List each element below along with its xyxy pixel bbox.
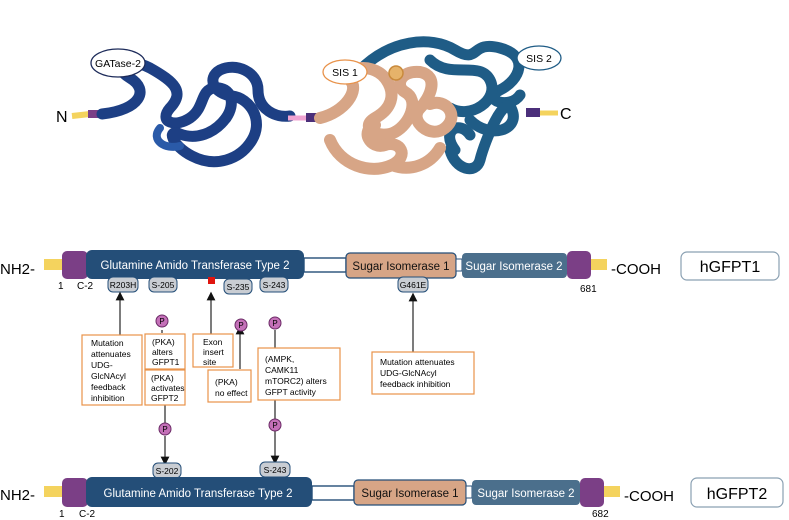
site-s235 xyxy=(223,278,253,295)
phospho-s202-label: P xyxy=(162,425,167,434)
site-s243-2-label: S-243 xyxy=(264,465,287,475)
gfpt2-sis2-domain xyxy=(472,480,580,505)
gfpt1-sis2-domain xyxy=(462,253,567,278)
gfpt1-gat-domain xyxy=(86,250,304,279)
gfpt2-c2: C-2 xyxy=(79,509,96,520)
gfpt1-c-yellow xyxy=(591,259,607,270)
site-r203h-label: R203H xyxy=(110,280,136,290)
note-pka-gfpt2 xyxy=(144,369,186,406)
sis2-label: SIS 2 xyxy=(526,53,552,65)
site-s205-label: S-205 xyxy=(152,280,175,290)
gfpt1-c-cap xyxy=(567,251,591,279)
gfpt1-bar: NH2- Glutamine Amido Transferase Type 2 … xyxy=(0,250,780,295)
phospho-s243-label: P xyxy=(272,319,277,328)
note-pka-none-text: (PKA) no effect xyxy=(215,377,248,398)
c-terminus-label: C xyxy=(560,106,572,123)
gfpt2-name: hGFPT2 xyxy=(707,486,768,503)
phospho-s235-label: P xyxy=(238,321,243,330)
annotation-arrows xyxy=(115,291,418,466)
gfpt2-nterm: NH2- xyxy=(0,487,35,504)
gfpt1-cterm: -COOH xyxy=(611,261,661,278)
note-ampk xyxy=(257,347,341,401)
gfpt2-linker1 xyxy=(311,485,355,501)
note-exon-text: Exon insert site xyxy=(203,337,226,367)
site-s205 xyxy=(148,276,178,293)
note-r203h xyxy=(81,334,143,406)
gatase-ribbon xyxy=(96,56,296,168)
gatase-label: GATase-2 xyxy=(95,58,141,70)
gfpt2-end: 682 xyxy=(592,509,609,520)
note-exon xyxy=(192,333,234,368)
site-s243-label: S-243 xyxy=(263,280,286,290)
n-terminus-label: N xyxy=(56,109,68,126)
note-pka-gfpt2-text: (PKA) activates GFPT2 xyxy=(151,373,187,403)
note-r203h-text: Mutation attenuates UDG- GlcNAcyl feedba… xyxy=(91,338,133,403)
gfpt2-c-cap xyxy=(580,478,604,507)
phospho-s205-label: P xyxy=(159,317,164,326)
note-g461e-text: Mutation attenuates UDG-GlcNAcyl feedbac… xyxy=(380,357,457,389)
sis1-label-ellipse xyxy=(322,59,368,85)
gfpt2-sis2-label: Sugar Isomerase 2 xyxy=(477,488,574,500)
phospho-s243-2-label: P xyxy=(272,421,277,430)
site-s235-label: S-235 xyxy=(227,282,250,292)
phospho-marks: P P P P P xyxy=(155,314,282,436)
gfpt1-name-box xyxy=(680,251,780,281)
gfpt1-nterm: NH2- xyxy=(0,261,35,278)
gfpt1-linker2 xyxy=(455,258,463,272)
gfpt1-sis1-label: Sugar Isomerase 1 xyxy=(352,261,449,273)
notes: Mutation attenuates UDG- GlcNAcyl feedba… xyxy=(81,333,475,406)
gfpt2-n-yellow xyxy=(44,486,62,497)
site-s202-label: S-202 xyxy=(156,466,179,476)
protein-structure: GATase-2 SIS 1 SIS 2 N C xyxy=(56,36,572,175)
gfpt2-start: 1 xyxy=(59,509,65,520)
sis2-label-ellipse xyxy=(516,45,562,71)
gfpt2-gat-domain xyxy=(86,477,312,507)
gfpt1-n-cap xyxy=(62,251,88,279)
gfpt1-name: hGFPT1 xyxy=(700,259,761,276)
n-tail xyxy=(71,111,91,119)
note-pka-gfpt1-text: (PKA) alters GFPT1 xyxy=(152,337,180,367)
gfpt2-name-box xyxy=(690,477,784,508)
phospho-s202 xyxy=(158,422,172,436)
gfpt1-gat-label: Glutamine Amido Transferase Type 2 xyxy=(101,260,290,272)
gfpt1-end: 681 xyxy=(580,284,597,295)
site-g461e xyxy=(397,276,429,293)
sis1-ribbon xyxy=(314,62,458,175)
note-g461e xyxy=(371,351,475,395)
gfpt2-c-yellow xyxy=(604,486,620,497)
gfpt2-cterm: -COOH xyxy=(624,488,674,505)
phospho-s235 xyxy=(234,318,248,332)
gfpt2-sis1-label: Sugar Isomerase 1 xyxy=(361,488,458,500)
gfpt1-n-yellow xyxy=(44,259,62,270)
site-s243 xyxy=(259,276,289,293)
gfpt1-c2: C-2 xyxy=(77,281,94,292)
gfpt1-start: 1 xyxy=(58,281,64,292)
gatase-label-ellipse xyxy=(90,48,146,78)
note-ampk-text: (AMPK, CAMK11 mTORC2) alters GFPT activi… xyxy=(265,354,329,397)
phospho-s243 xyxy=(268,316,282,330)
gfpt1-sis2-label: Sugar Isomerase 2 xyxy=(465,261,562,273)
gfpt2-n-cap xyxy=(62,478,88,507)
site-g461e-label: G461E xyxy=(400,280,427,290)
phospho-s205 xyxy=(155,314,169,328)
exon-insert-marker xyxy=(208,277,215,284)
gfpt2-linker2 xyxy=(465,485,473,499)
c-cap xyxy=(526,108,540,117)
gfpt1-linker1 xyxy=(303,257,347,273)
n-cap xyxy=(88,110,102,118)
note-pka-gfpt1 xyxy=(144,333,186,370)
active-site-marker xyxy=(388,65,404,81)
note-pka-none xyxy=(207,369,252,403)
sis1-label: SIS 1 xyxy=(332,67,358,79)
gfpt2-gat-label: Glutamine Amido Transferase Type 2 xyxy=(104,488,293,500)
phospho-s243-2 xyxy=(268,418,282,432)
linker-cap xyxy=(306,113,320,122)
gfpt2-bar: S-202 S-243 NH2- Glutamine Amido Transfe… xyxy=(0,461,784,520)
sis2-ribbon xyxy=(354,36,526,175)
